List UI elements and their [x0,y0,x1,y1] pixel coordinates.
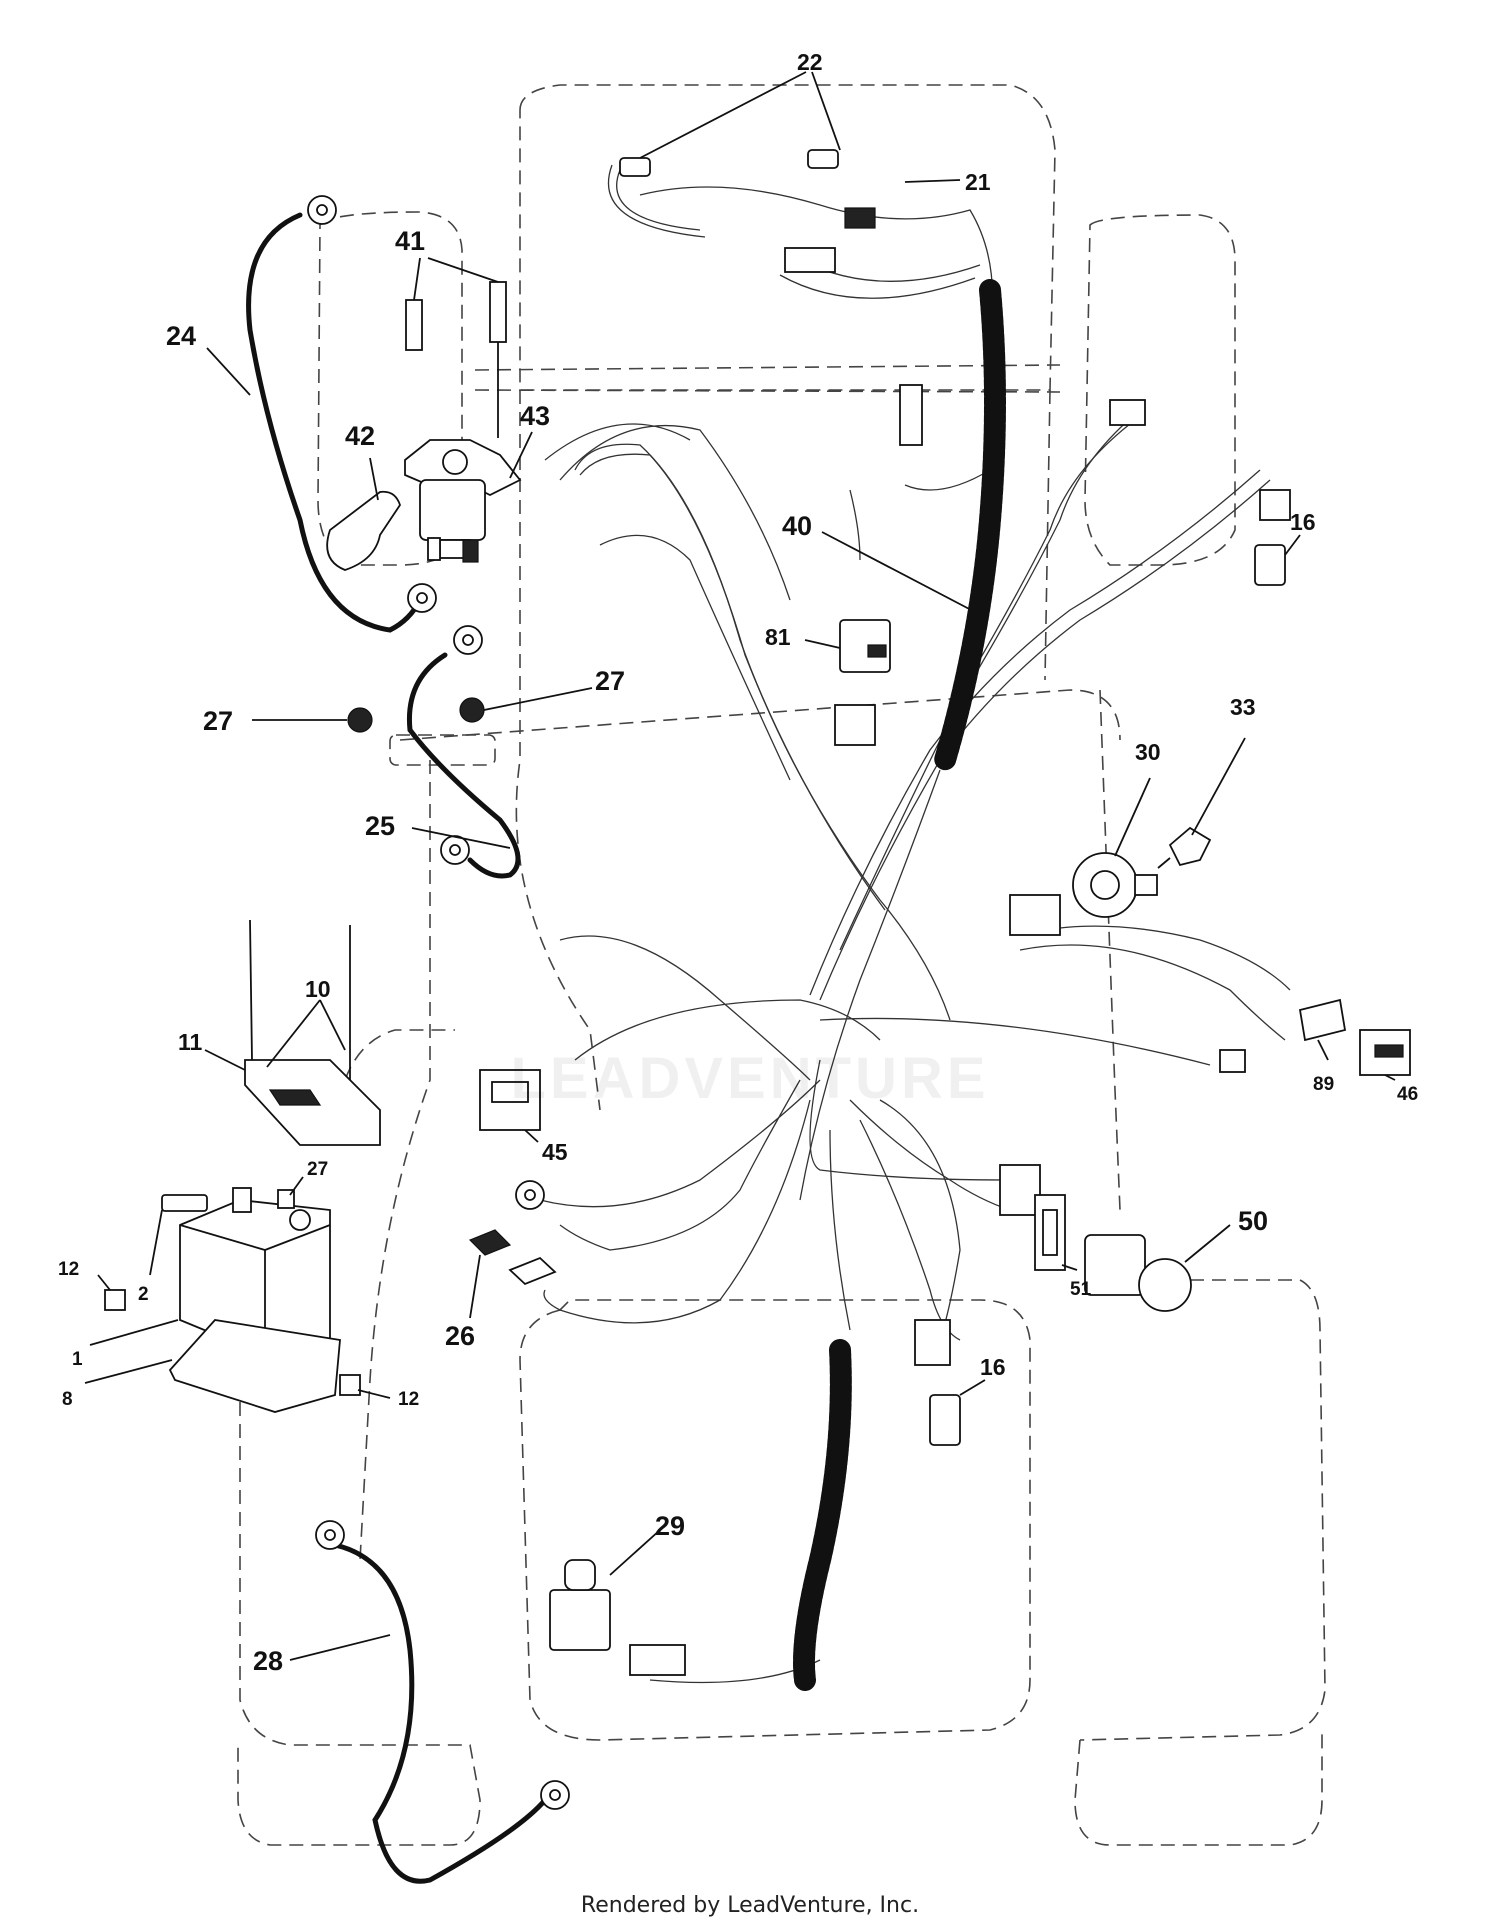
callout-16-top: 16 [1290,509,1316,535]
watermark: LEADVENTURE [510,1046,990,1111]
callout-21: 21 [965,169,991,195]
ignition-key-33 [1157,826,1212,869]
callout-27-left: 27 [203,706,233,736]
seat-switch-29 [549,1559,686,1676]
callout-2: 2 [138,1284,149,1305]
callout-42: 42 [345,421,375,451]
hour-meter-46 [1298,998,1411,1076]
callout-43: 43 [520,401,550,431]
footer-credit: Rendered by LeadVenture, Inc. [580,1893,920,1918]
callout-28: 28 [253,1646,283,1676]
callout-24: 24 [166,321,196,351]
bezel-51 [1034,1194,1066,1271]
tractor-outline [237,84,1326,1846]
callout-27-right: 27 [595,666,625,696]
wiring-conduit-lower [793,1339,852,1691]
relay-81 [839,619,891,673]
battery-hold-down [244,919,381,1146]
battery-1 [179,1199,331,1356]
callout-46: 46 [1397,1084,1418,1105]
headlight-bulbs [619,149,876,273]
callout-41: 41 [395,226,425,256]
ring-terminals [307,195,570,1810]
connectors-right [834,384,1291,1446]
hour-meter-45 [479,1069,541,1131]
leader-lines [84,71,1396,1661]
wiring-harness [539,164,1291,1684]
callout-8: 8 [62,1389,73,1410]
callout-50: 50 [1238,1206,1268,1236]
callout-30: 30 [1135,739,1161,765]
callout-22: 22 [797,49,823,75]
callout-29: 29 [655,1511,685,1541]
callout-40: 40 [782,511,812,541]
callout-11: 11 [178,1029,203,1055]
fuse-26 [468,1229,557,1286]
nuts [347,697,485,733]
callout-51: 51 [1070,1279,1092,1300]
callout-16-bottom: 16 [980,1354,1006,1380]
clips-12 [104,1289,361,1396]
battery-tray-8 [168,1319,341,1413]
callout-26: 26 [445,1321,475,1351]
callout-1: 1 [72,1349,83,1370]
callout-45: 45 [542,1139,568,1165]
battery-cables [246,212,548,1884]
callout-12-right: 12 [398,1389,419,1410]
pto-switch-50 [1084,1234,1192,1312]
callout-12-left: 12 [58,1259,79,1280]
callout-labels: 22 21 41 24 43 42 16 40 81 27 27 33 30 2… [58,49,1418,1676]
battery-bolt-2 [161,1194,208,1212]
callout-33: 33 [1230,694,1256,720]
wiring-conduit-40 [934,279,1006,771]
ignition-switch-30 [1072,852,1158,918]
terminal-27 [232,1187,295,1213]
callout-25: 25 [365,811,395,841]
solenoid-boot [326,490,401,571]
starter-solenoid [404,439,522,563]
solenoid-bolts [405,281,507,438]
callout-27-battery: 27 [307,1159,328,1180]
callout-89: 89 [1313,1074,1334,1095]
callout-10: 10 [305,976,331,1002]
callout-81: 81 [765,624,791,650]
